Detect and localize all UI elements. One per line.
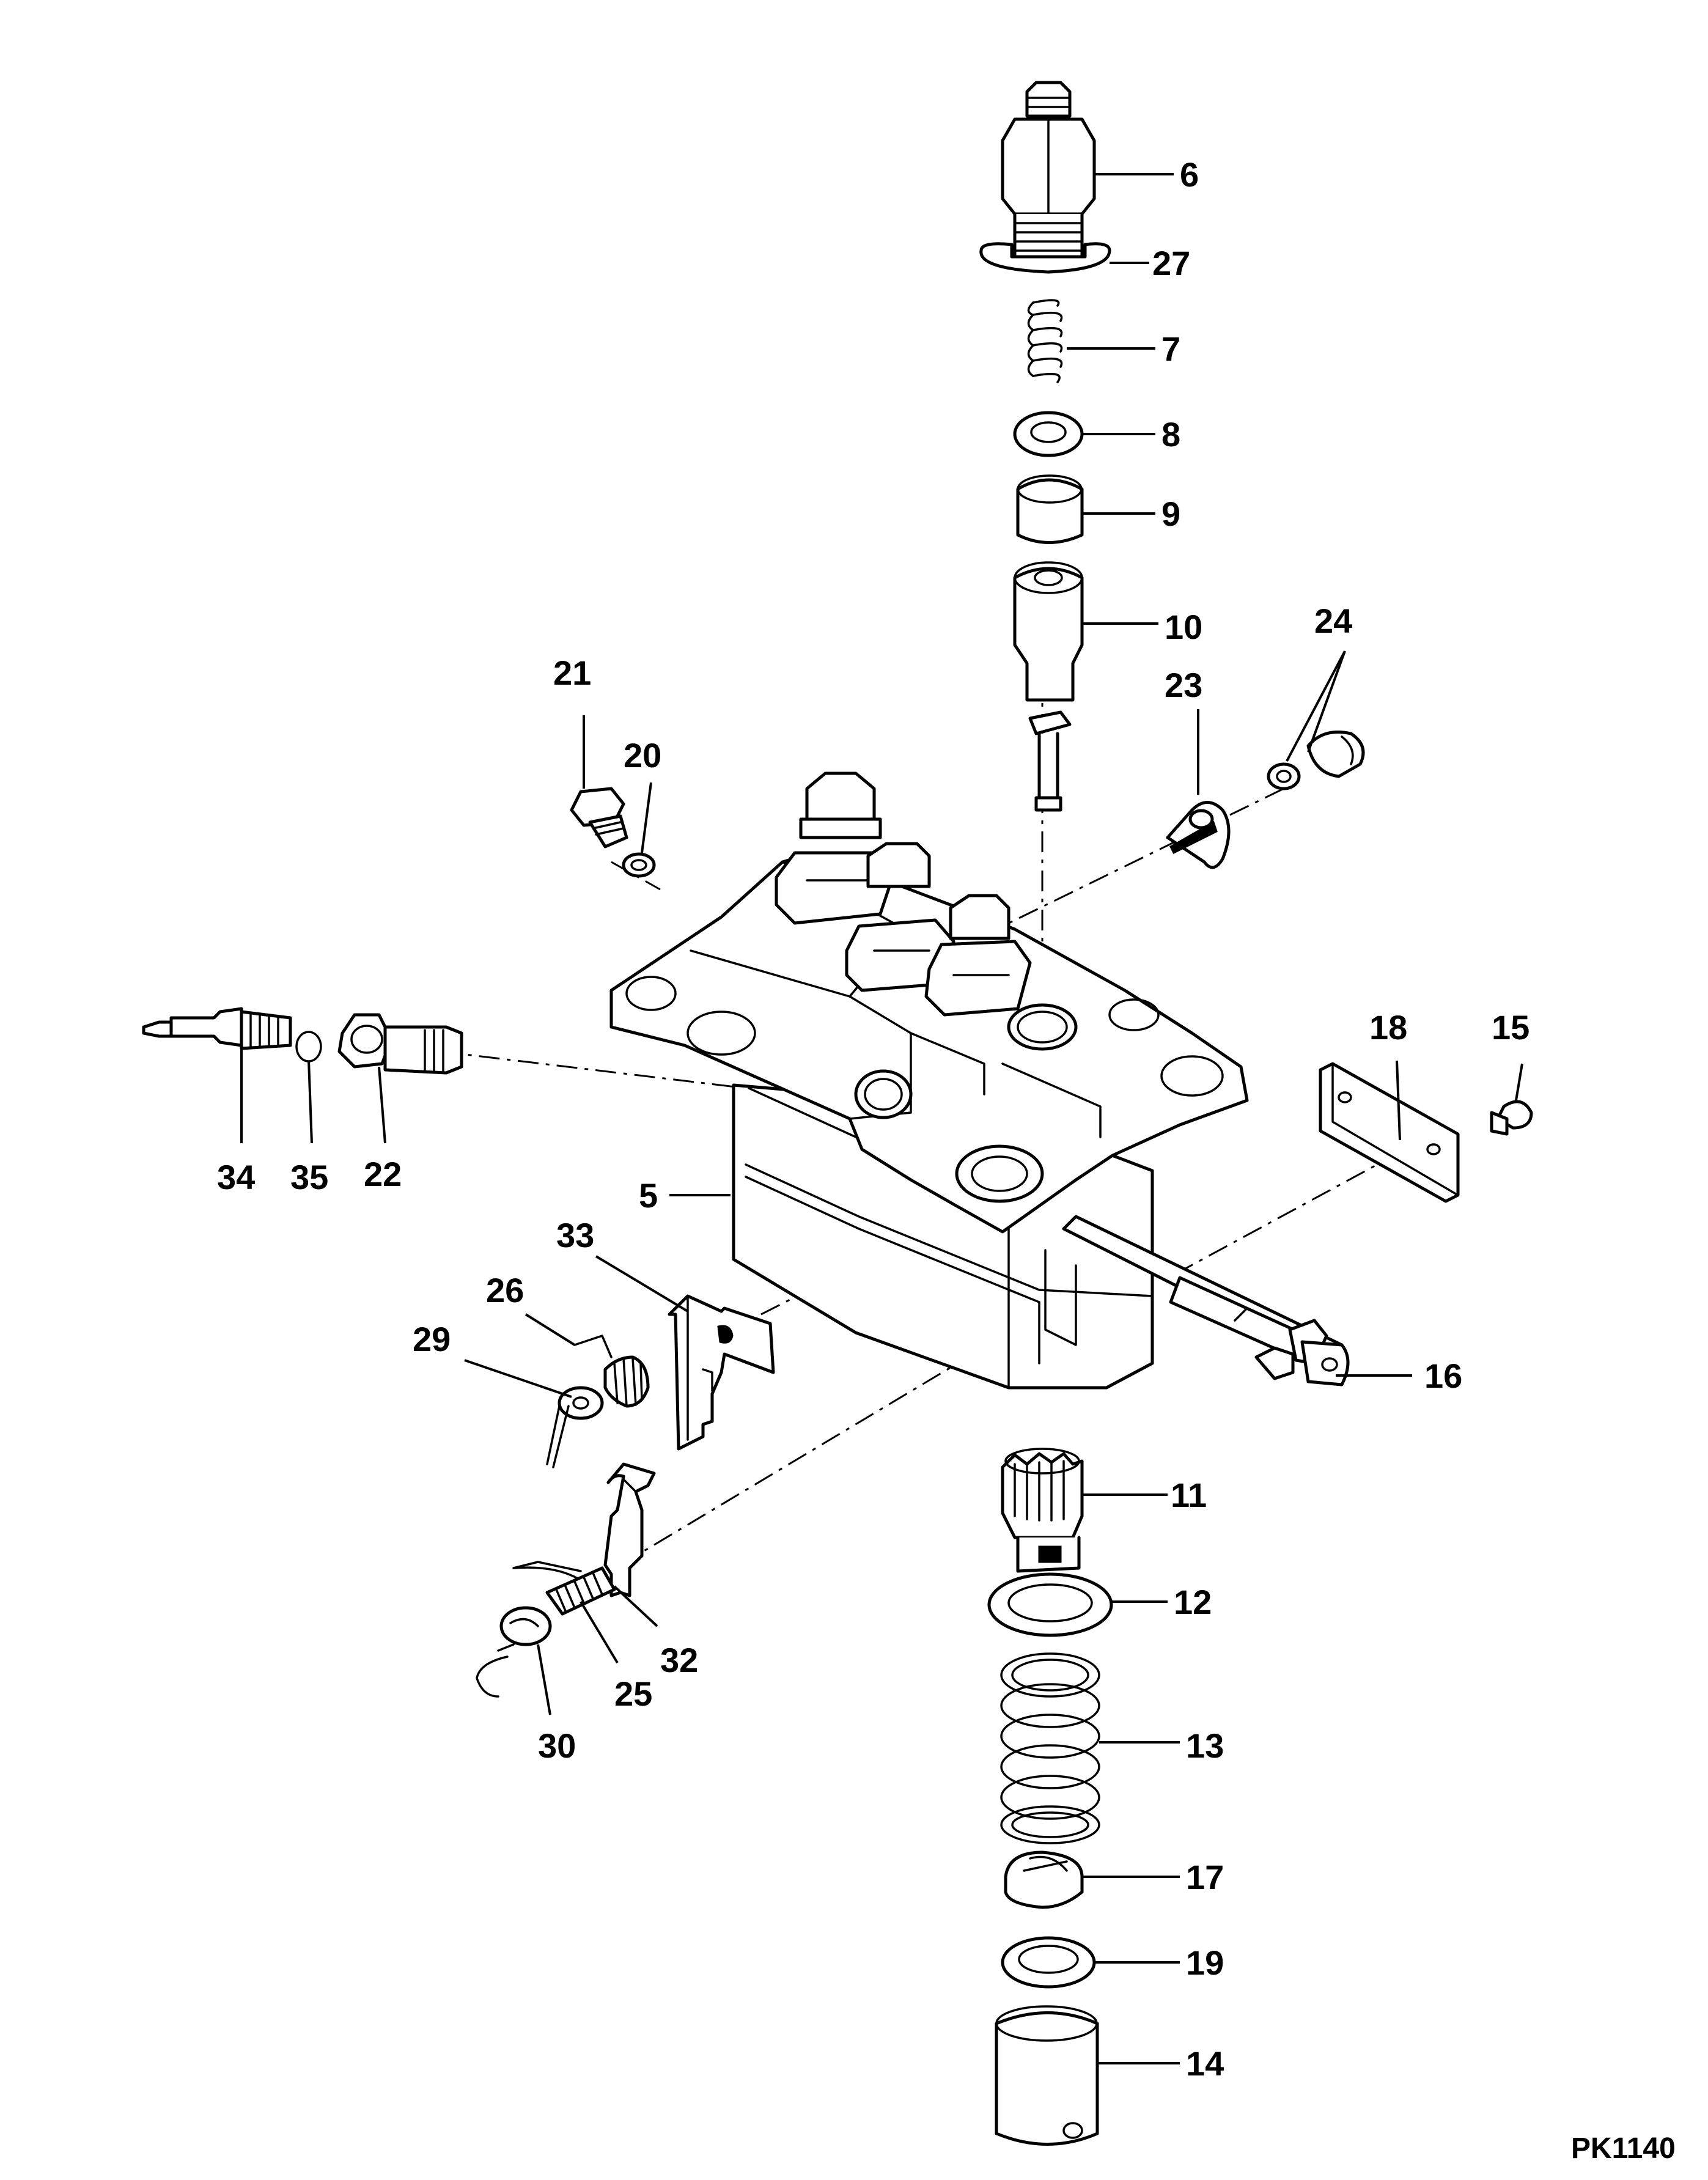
delivery-valve-holders (775, 771, 1032, 1017)
callout-23: 23 (1165, 666, 1202, 704)
callout-33: 33 (556, 1216, 594, 1254)
figure-code: PK1140 (1571, 2132, 1676, 2165)
part-23-lever-plate (1166, 801, 1231, 869)
part-12-spring-seat (987, 1572, 1113, 1637)
part-7-spring (1027, 299, 1063, 383)
part-9-valve (1016, 474, 1084, 544)
callout-15: 15 (1492, 1008, 1529, 1047)
pump-housing (609, 851, 1249, 1390)
callout-12: 12 (1174, 1583, 1212, 1621)
part-16-control-rack (1062, 1215, 1350, 1386)
leader-lines (240, 173, 1523, 2064)
callout-6: 6 (1180, 155, 1199, 194)
callout-35: 35 (290, 1158, 328, 1196)
callout-30: 30 (538, 1726, 576, 1765)
callout-19: 19 (1186, 1943, 1224, 1982)
part-10-plunger (1013, 561, 1084, 812)
callout-7: 7 (1161, 330, 1180, 368)
part-17-lower-seat (1004, 1850, 1084, 1909)
part-13-plunger-spring (1000, 1652, 1100, 1844)
part-27-gasket (979, 242, 1111, 274)
callout-26: 26 (486, 1271, 524, 1309)
callout-29: 29 (413, 1320, 451, 1358)
part-25-spring (545, 1566, 616, 1616)
part-18-plate (1319, 1062, 1460, 1203)
callout-22: 22 (364, 1155, 402, 1193)
callout-9: 9 (1161, 495, 1180, 533)
part-32-governor-lever (512, 1462, 656, 1597)
part-30-washer-clip (476, 1606, 552, 1698)
part-34-fitting (142, 1007, 292, 1050)
callout-labels: 6 27 7 8 9 10 24 23 21 20 18 15 34 35 22… (217, 155, 1529, 2083)
callout-10: 10 (1165, 608, 1202, 646)
part-11-pinion-gear (1001, 1448, 1084, 1573)
callout-5: 5 (639, 1176, 658, 1215)
callout-18: 18 (1369, 1008, 1407, 1047)
part-24-screw-washer (1267, 731, 1365, 790)
part-35-o-ring (295, 1031, 322, 1062)
part-20-washer (622, 852, 656, 878)
callout-27: 27 (1152, 244, 1190, 282)
part-6-valve-holder (1001, 81, 1096, 259)
part-26-torsion-spring (573, 1335, 650, 1408)
callout-17: 17 (1186, 1858, 1224, 1896)
part-29-washer-pin (546, 1386, 604, 1468)
callout-8: 8 (1161, 415, 1180, 454)
callout-13: 13 (1186, 1726, 1224, 1765)
callout-20: 20 (624, 736, 661, 775)
part-22-banjo (337, 1013, 463, 1075)
callout-16: 16 (1424, 1357, 1462, 1395)
part-15-screw (1490, 1100, 1533, 1136)
callout-21: 21 (553, 654, 591, 692)
callout-24: 24 (1314, 602, 1352, 640)
part-14-tappet (995, 2005, 1099, 2146)
part-8-washer (1013, 411, 1084, 457)
part-21-bleed-screw (570, 787, 628, 849)
part-19-shim (1001, 1936, 1096, 1989)
callout-32: 32 (660, 1641, 698, 1679)
callout-11: 11 (1171, 1476, 1207, 1514)
callout-14: 14 (1186, 2044, 1224, 2083)
callout-25: 25 (614, 1674, 652, 1713)
part-33-bracket (668, 1294, 775, 1451)
callout-34: 34 (217, 1158, 255, 1196)
